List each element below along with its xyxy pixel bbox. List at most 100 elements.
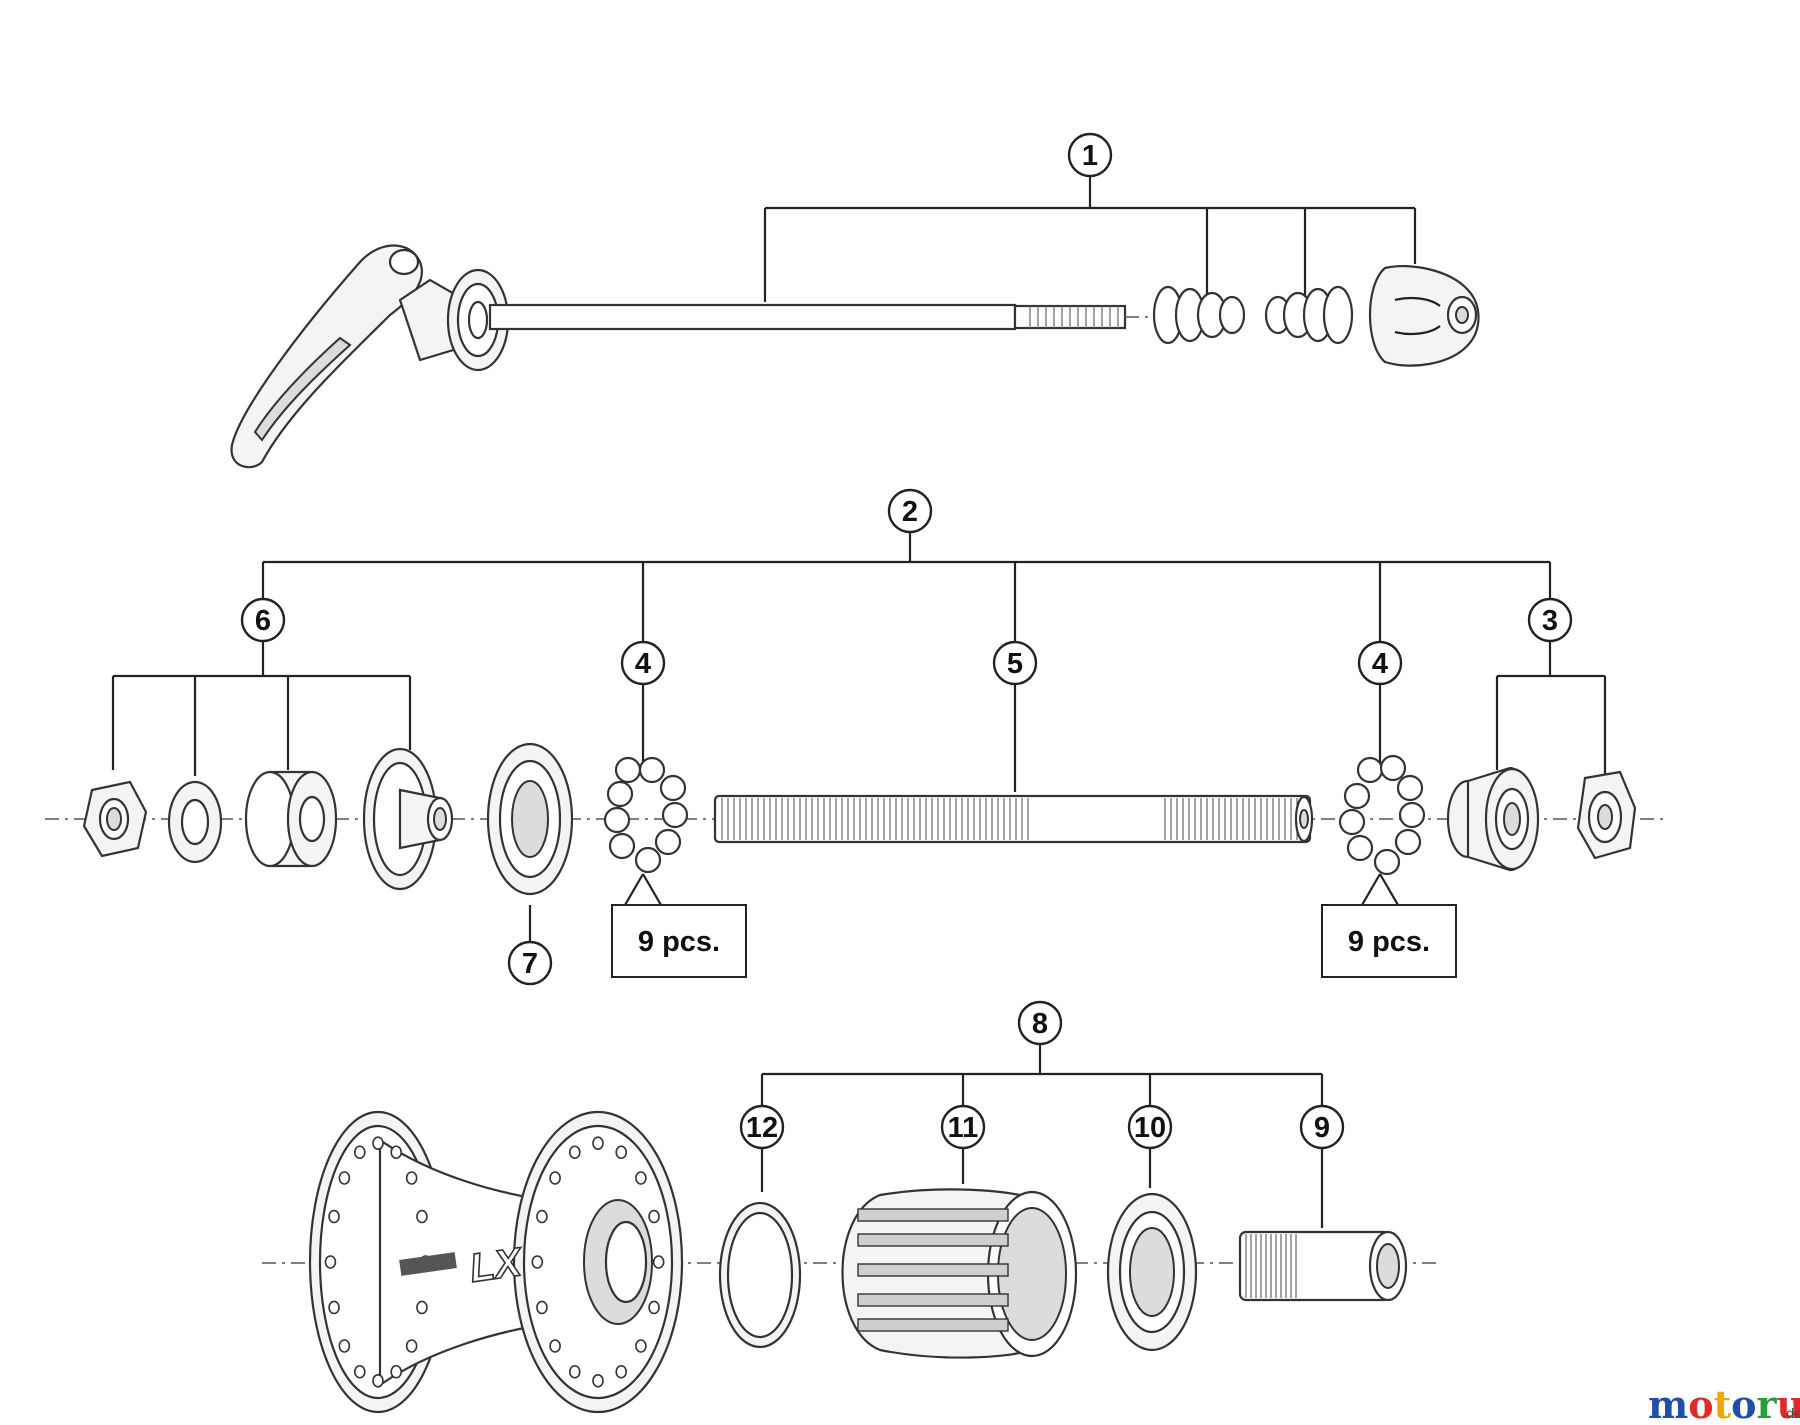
skewer-adjusting-nut bbox=[1369, 264, 1480, 367]
spoke-hole bbox=[648, 1209, 660, 1224]
spoke-hole bbox=[549, 1171, 561, 1185]
washer-left bbox=[167, 780, 223, 864]
spoke-hole bbox=[652, 1255, 665, 1269]
spoke-hole bbox=[390, 1145, 403, 1160]
ball-count-label: 9 pcs. bbox=[638, 926, 720, 958]
svg-text:3: 3 bbox=[1542, 605, 1558, 637]
leader-lines-1 bbox=[763, 174, 1417, 302]
watermark-letter: u bbox=[1777, 1382, 1800, 1425]
callout-12: 12 bbox=[739, 1104, 785, 1150]
spline bbox=[857, 1208, 1009, 1222]
svg-text:motoruf: motoruf bbox=[1648, 1382, 1800, 1425]
svg-text:5: 5 bbox=[1007, 648, 1023, 680]
callout-8: 8 bbox=[1017, 1000, 1063, 1046]
spoke-hole bbox=[635, 1339, 647, 1353]
quick-release-assembly bbox=[230, 174, 1480, 469]
callout-1: 1 bbox=[1067, 132, 1113, 178]
callout-3: 3 bbox=[1527, 597, 1573, 643]
spoke-hole bbox=[568, 1364, 581, 1379]
hub-spoke-holes bbox=[324, 1136, 665, 1388]
freehub-seal-cup bbox=[1106, 1192, 1198, 1352]
hub-body-assembly: LX bbox=[262, 1042, 1442, 1414]
callout-2: 2 bbox=[887, 488, 933, 534]
watermark-letter: t bbox=[1714, 1382, 1732, 1425]
spoke-hole bbox=[549, 1339, 561, 1353]
quick-release-lever bbox=[230, 244, 472, 469]
watermark-logo: motoruf .de bbox=[1648, 1382, 1800, 1425]
fixing-bolt-thread bbox=[1245, 1234, 1297, 1298]
spoke-hole bbox=[615, 1364, 628, 1379]
freehub-body bbox=[841, 1188, 1078, 1359]
skewer-thread bbox=[1029, 306, 1119, 328]
leader-lines-6 bbox=[111, 638, 412, 776]
axle-thread-left bbox=[721, 798, 1029, 840]
watermark-letter: r bbox=[1757, 1382, 1778, 1425]
freehub-spacer bbox=[718, 1201, 802, 1349]
cone-right bbox=[1446, 766, 1540, 872]
callout-9: 9 bbox=[1299, 1104, 1345, 1150]
hub-axle bbox=[713, 794, 1314, 844]
spoke-hole bbox=[592, 1374, 604, 1388]
spoke-hole bbox=[405, 1339, 418, 1353]
spoke-hole bbox=[353, 1364, 366, 1379]
skewer-spring-left bbox=[1152, 285, 1246, 345]
freehub-splines bbox=[857, 1208, 1009, 1332]
hub-brand-mark bbox=[399, 1252, 457, 1276]
ball-count-label: 9 pcs. bbox=[1348, 926, 1430, 958]
skewer-rod bbox=[488, 303, 1150, 331]
spoke-hole bbox=[328, 1209, 340, 1224]
skewer-spring-right bbox=[1264, 285, 1354, 345]
svg-text:12: 12 bbox=[746, 1112, 778, 1144]
svg-text:1: 1 bbox=[1082, 140, 1098, 172]
ball-bearings-right bbox=[1338, 754, 1426, 876]
svg-text:4: 4 bbox=[635, 648, 651, 680]
spoke-hole bbox=[405, 1171, 418, 1185]
watermark-letter: o bbox=[1731, 1382, 1756, 1425]
dust-cap bbox=[486, 742, 574, 896]
spoke-hole bbox=[536, 1300, 548, 1315]
spoke-hole bbox=[338, 1339, 351, 1353]
svg-text:9: 9 bbox=[1314, 1112, 1330, 1144]
svg-text:4: 4 bbox=[1372, 648, 1388, 680]
leader-lines-8 bbox=[760, 1042, 1324, 1108]
svg-text:7: 7 bbox=[522, 948, 538, 980]
callout-11: 11 bbox=[940, 1104, 986, 1150]
callout-4-right: 4 bbox=[1357, 640, 1403, 686]
spoke-hole bbox=[372, 1136, 384, 1150]
locknut-left bbox=[82, 780, 148, 858]
spoke-hole bbox=[592, 1136, 604, 1150]
watermark-suffix: .de bbox=[1782, 1407, 1800, 1422]
svg-text:11: 11 bbox=[948, 1112, 979, 1144]
spacer-left bbox=[244, 770, 338, 868]
spoke-hole bbox=[324, 1255, 337, 1269]
leader-lines-3 bbox=[1495, 638, 1607, 780]
svg-text:10: 10 bbox=[1134, 1112, 1166, 1144]
spoke-hole bbox=[568, 1145, 581, 1160]
hub-shell: LX bbox=[308, 1110, 684, 1414]
ball-bearings-left bbox=[603, 756, 689, 874]
spoke-hole bbox=[635, 1171, 647, 1185]
svg-text:8: 8 bbox=[1032, 1008, 1048, 1040]
spoke-hole bbox=[648, 1300, 660, 1315]
spoke-hole bbox=[372, 1374, 384, 1388]
cone-left bbox=[362, 747, 454, 891]
svg-text:2: 2 bbox=[902, 496, 918, 528]
freehub-fixing-bolt bbox=[1238, 1230, 1408, 1302]
spline bbox=[857, 1233, 1009, 1247]
spoke-hole bbox=[328, 1300, 340, 1315]
hub-model-logo: LX bbox=[467, 1240, 526, 1291]
axle-assembly: 9 pcs. 9 pcs. bbox=[45, 530, 1665, 978]
spline bbox=[857, 1293, 1009, 1307]
leader-lines-2 bbox=[261, 530, 1552, 643]
spoke-hole bbox=[416, 1209, 428, 1224]
spoke-hole bbox=[338, 1171, 351, 1185]
callout-numbers: 1 2 3 4 4 5 6 7 bbox=[240, 132, 1573, 1150]
spoke-hole bbox=[536, 1209, 548, 1224]
spline bbox=[857, 1318, 1009, 1332]
callout-5: 5 bbox=[992, 640, 1038, 686]
locknut-right bbox=[1576, 770, 1637, 860]
spoke-hole bbox=[416, 1300, 428, 1315]
ball-count-box-left: 9 pcs. bbox=[611, 873, 747, 978]
callout-10: 10 bbox=[1127, 1104, 1173, 1150]
spoke-hole bbox=[353, 1145, 366, 1160]
